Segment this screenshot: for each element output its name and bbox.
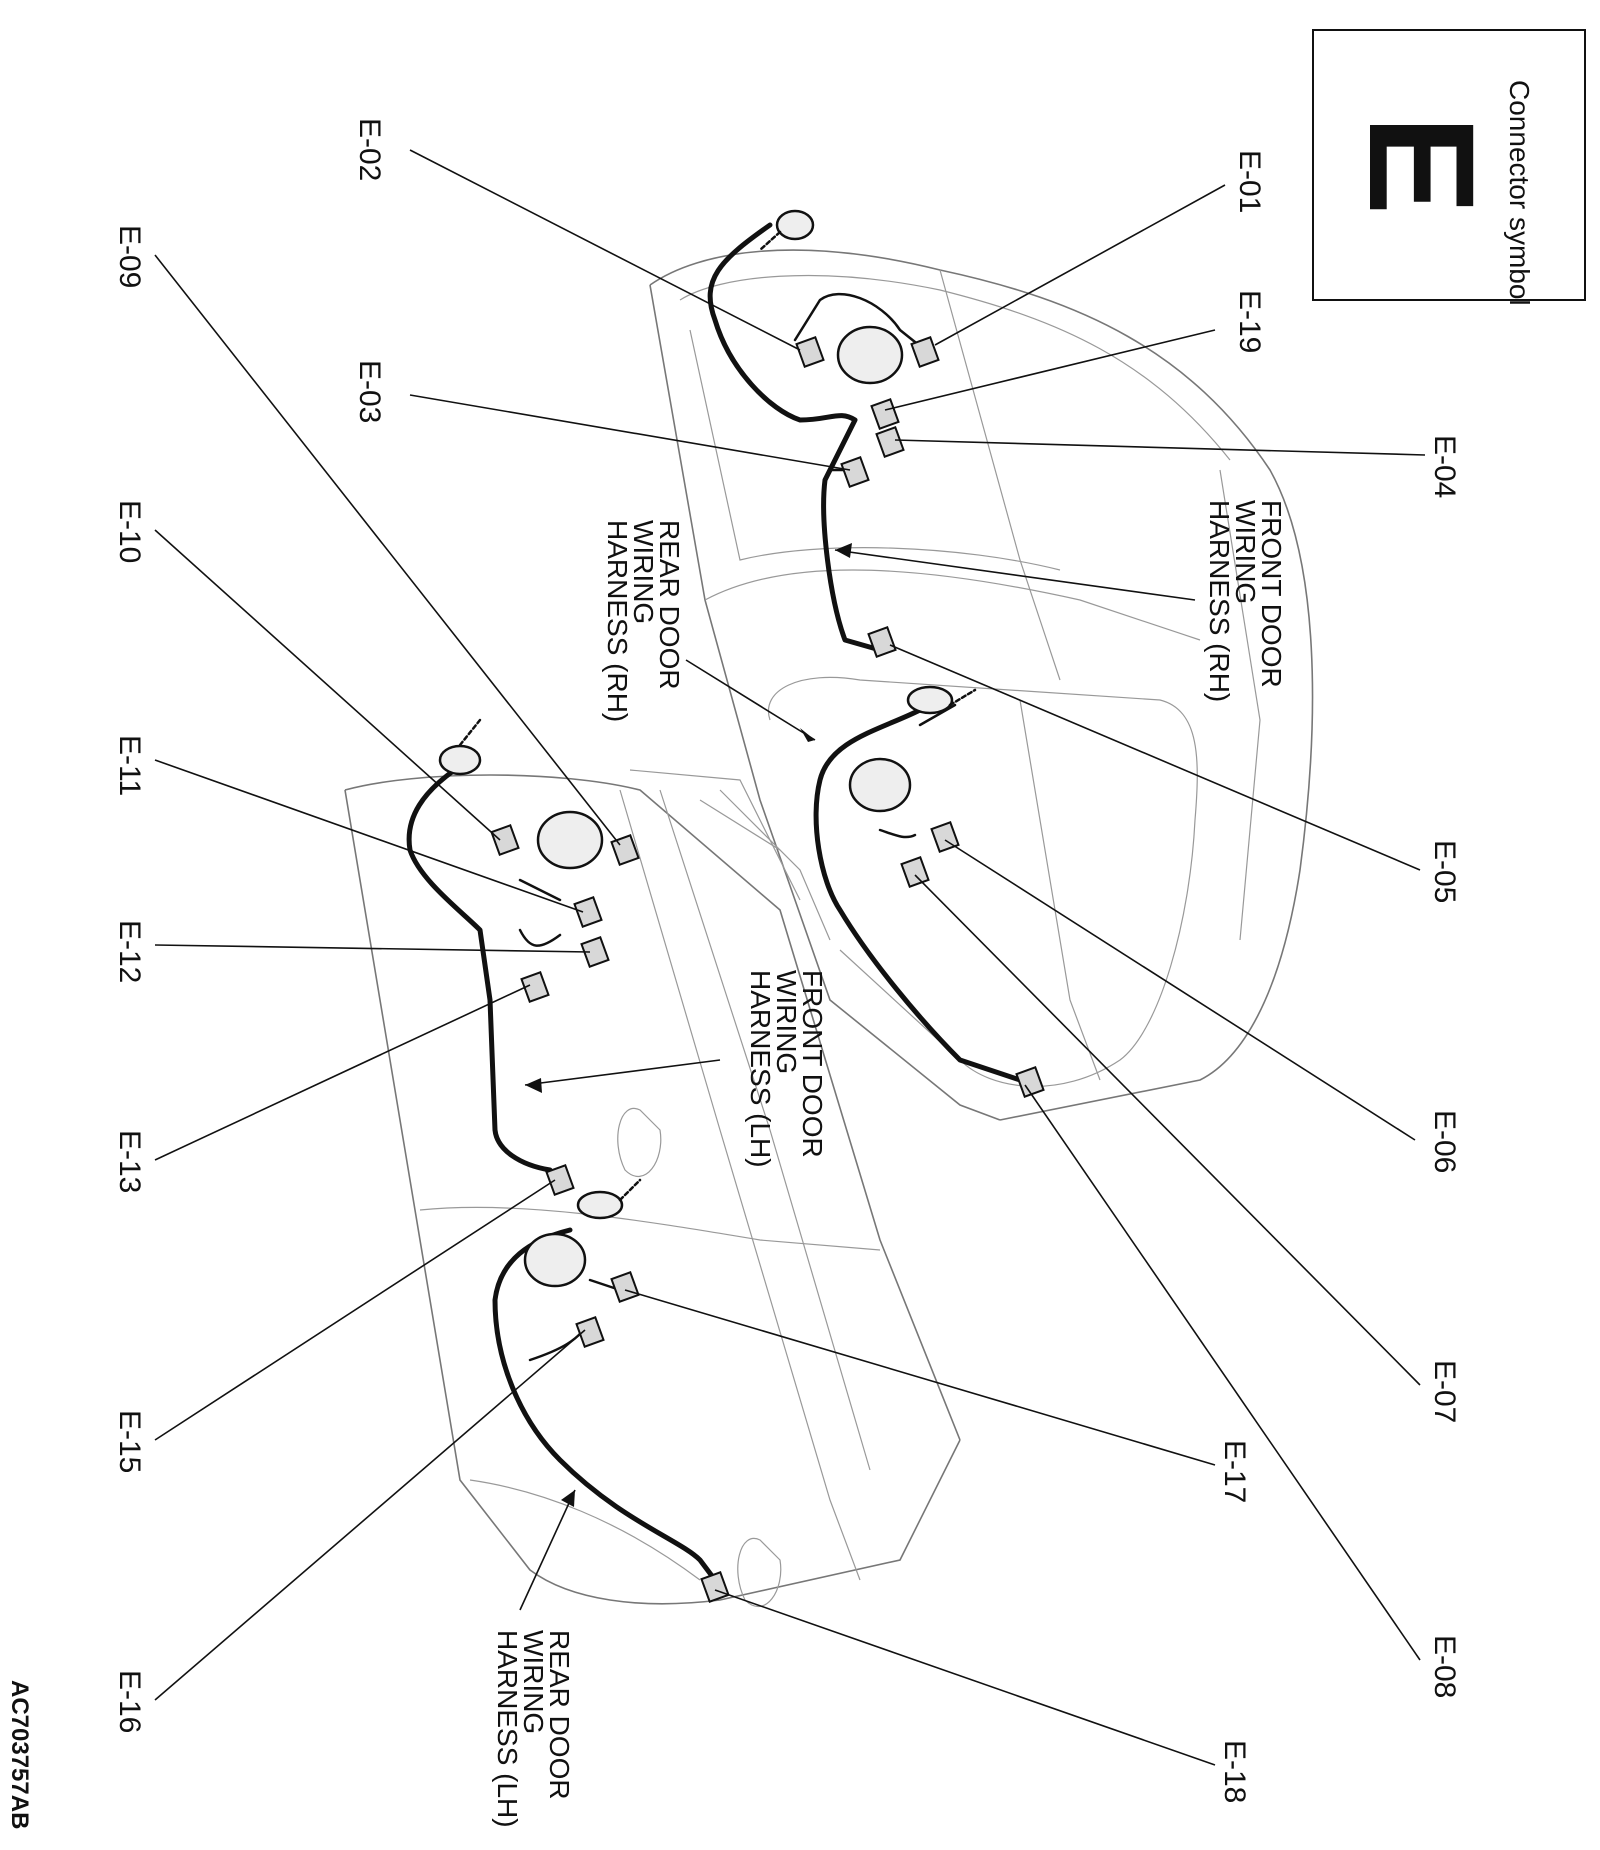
front-lh-line1: FRONT DOOR — [797, 970, 828, 1158]
rear-rh-line1: REAR DOOR — [654, 520, 685, 690]
legend-title: Connector symbol — [1504, 80, 1535, 306]
front-lh-line2: WIRING — [771, 970, 802, 1074]
lh-body-outline — [344, 769, 961, 1607]
leader-lines — [154, 149, 1426, 1766]
label-e-04: E-04 — [1428, 435, 1461, 498]
connector-blocks — [490, 336, 1045, 1603]
label-e-15: E-15 — [113, 1410, 146, 1473]
front-lh-line3: HARNESS (LH) — [745, 970, 776, 1168]
harness-label-front-lh: FRONT DOOR WIRING HARNESS (LH) — [745, 970, 828, 1168]
label-e-13: E-13 — [113, 1130, 146, 1193]
harness-wires — [406, 222, 1023, 1583]
label-e-03: E-03 — [353, 360, 386, 423]
front-rh-line2: WIRING — [1230, 500, 1261, 604]
label-e-06: E-06 — [1428, 1110, 1461, 1173]
label-e-10: E-10 — [113, 500, 146, 563]
rear-rh-line3: HARNESS (RH) — [602, 520, 633, 722]
label-e-12: E-12 — [113, 920, 146, 983]
label-e-16: E-16 — [113, 1670, 146, 1733]
label-e-17: E-17 — [1218, 1440, 1251, 1503]
label-e-02: E-02 — [353, 118, 386, 181]
front-rh-line3: HARNESS (RH) — [1204, 500, 1235, 702]
rear-rh-line2: WIRING — [628, 520, 659, 624]
label-e-09: E-09 — [113, 225, 146, 288]
rear-lh-line2: WIRING — [518, 1630, 549, 1734]
label-e-08: E-08 — [1428, 1635, 1461, 1698]
harness-label-front-rh: FRONT DOOR WIRING HARNESS (RH) — [1204, 500, 1287, 702]
rear-lh-line3: HARNESS (LH) — [492, 1630, 523, 1828]
connector-symbol-legend: Connector symbol E — [1312, 29, 1586, 306]
label-e-11: E-11 — [113, 735, 146, 796]
connector-labels: E-01 E-19 E-04 E-05 E-06 E-07 E-08 E-17 … — [113, 118, 1461, 1803]
legend-symbol: E — [1338, 115, 1506, 215]
harness-label-rear-rh: REAR DOOR WIRING HARNESS (RH) — [602, 520, 685, 722]
rear-lh-line1: REAR DOOR — [544, 1630, 575, 1800]
harness-label-rear-lh: REAR DOOR WIRING HARNESS (LH) — [492, 1630, 575, 1828]
label-e-19: E-19 — [1233, 290, 1266, 353]
rh-body-outline — [649, 249, 1314, 1121]
label-e-07: E-07 — [1428, 1360, 1461, 1423]
label-e-05: E-05 — [1428, 840, 1461, 903]
figure-code: AC703757AB — [6, 1680, 33, 1829]
grommets — [438, 209, 977, 1288]
label-e-01: E-01 — [1233, 150, 1266, 213]
label-e-18: E-18 — [1218, 1740, 1251, 1803]
front-rh-line1: FRONT DOOR — [1256, 500, 1287, 688]
